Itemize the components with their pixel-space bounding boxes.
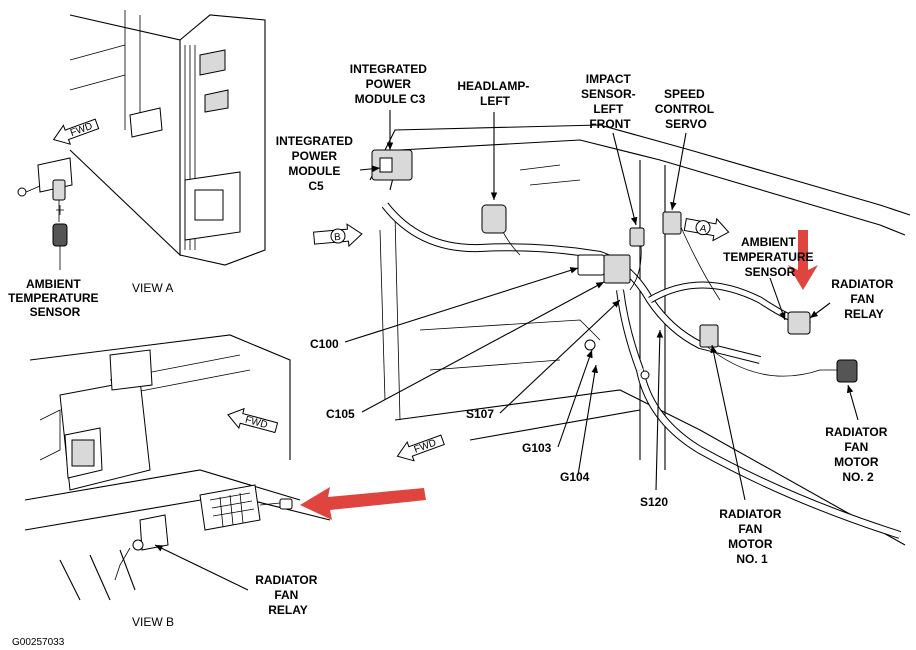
label-s107: S107 [466, 407, 494, 421]
label-s120: S120 [640, 495, 668, 509]
leader-lines [344, 110, 859, 501]
view-a-fwd-arrow: FWD [52, 118, 100, 145]
view-ref-b-arrow: B [313, 223, 363, 248]
label-c100: C100 [310, 337, 339, 351]
view-ref-a: A [699, 223, 708, 235]
label-radiator-fan-motor-1: RADIATOR FAN MOTOR NO. 1 [719, 507, 785, 566]
label-impact-sensor: IMPACT SENSOR- LEFT FRONT [581, 72, 639, 131]
label-c105: C105 [326, 407, 355, 421]
view-a-sensor-label: AMBIENT TEMPERATURE SENSOR [8, 277, 102, 319]
label-radiator-fan-relay: RADIATOR FAN RELAY [831, 277, 897, 321]
label-radiator-fan-motor-2: RADIATOR FAN MOTOR NO. 2 [825, 425, 891, 484]
label-speed-control-servo: SPEED CONTROL SERVO [655, 87, 717, 131]
main-illustration [369, 124, 911, 546]
main-fwd-label: FWD [413, 438, 438, 456]
view-a-title: VIEW A [132, 281, 173, 295]
view-ref-b: B [334, 232, 342, 244]
label-g103: G103 [522, 441, 552, 455]
view-a-fwd-label: FWD [69, 121, 94, 139]
view-b-fwd-label: FWD [244, 415, 269, 432]
view-a-illustration [17, 10, 266, 270]
main-fwd-arrow: FWD [396, 434, 445, 462]
label-ambient-temp-sensor: AMBIENT TEMPERATURE SENSOR [723, 235, 817, 279]
view-b-title: VIEW B [132, 615, 174, 629]
view-b-illustration [24, 334, 331, 601]
label-ipm-c3: INTEGRATED POWER MODULE C3 [350, 62, 430, 106]
view-b-relay-label: RADIATOR FAN RELAY [255, 573, 321, 617]
figure-id: G00257033 [12, 637, 65, 648]
view-b-fwd-arrow: FWD [227, 407, 279, 434]
view-ref-a-arrow: A [683, 217, 730, 242]
label-g104: G104 [560, 470, 590, 484]
label-headlamp-left: HEADLAMP- LEFT [457, 79, 532, 108]
label-ipm-c5: INTEGRATED POWER MODULE C5 [276, 134, 356, 193]
red-arrow-view-b [300, 487, 426, 520]
red-arrow-main [788, 230, 818, 290]
